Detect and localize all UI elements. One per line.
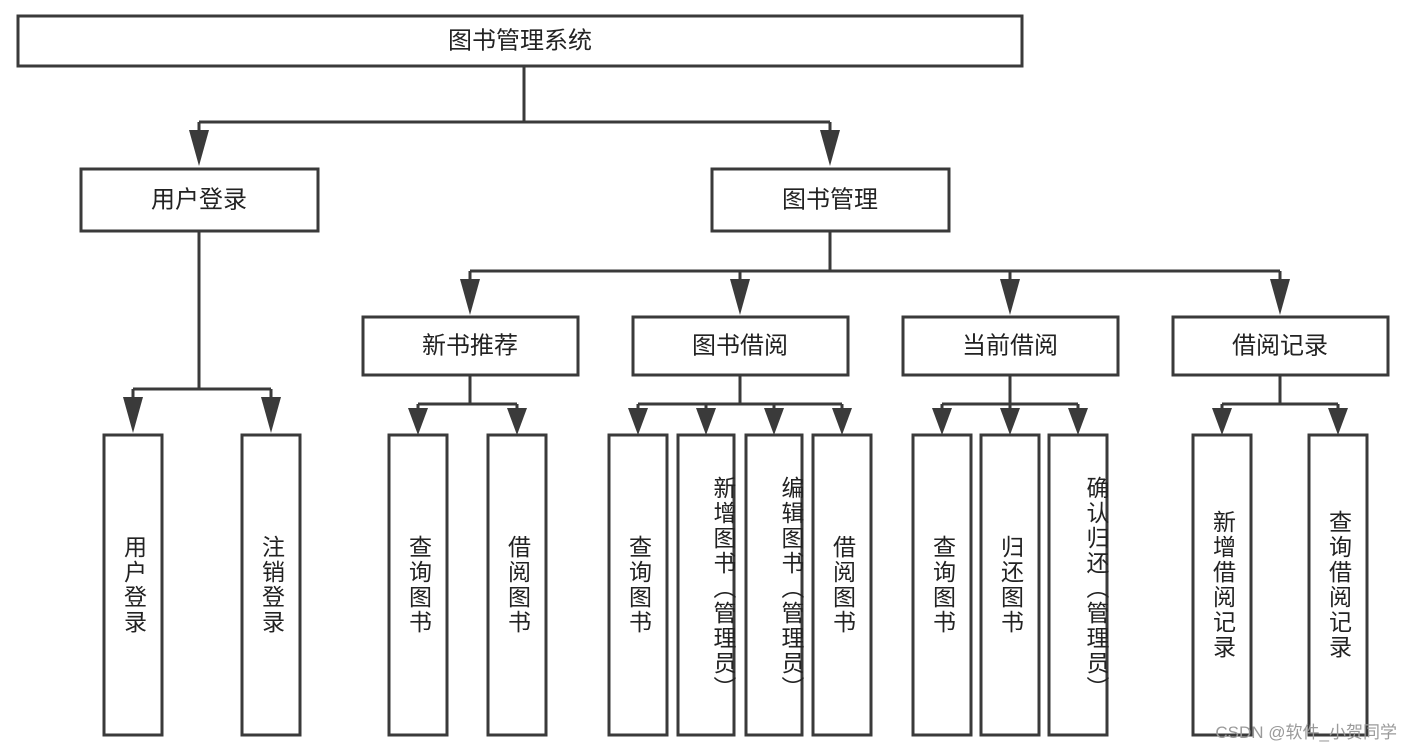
arrow-head-leaf-query-record: [1328, 408, 1348, 435]
node-leaf-user-login-box[interactable]: [102, 433, 164, 737]
watermark-text: CSDN @软件_小贺同学: [1215, 723, 1397, 742]
node-leaf-edit-book-box[interactable]: [744, 433, 804, 737]
arrow-head-new-book-rec: [460, 279, 480, 315]
arrow-head-leaf-add-record: [1212, 408, 1232, 435]
arrow-head-leaf-user-login: [123, 397, 143, 433]
node-leaf-add-book-box[interactable]: [676, 433, 736, 737]
arrow-head-current-borrow: [1000, 279, 1020, 315]
arrow-head-book-mgmt: [820, 130, 840, 166]
node-leaf-query-book-1-box[interactable]: [387, 433, 449, 737]
node-book-borrow-label: 图书借阅: [692, 332, 788, 359]
node-current-borrow-label: 当前借阅: [962, 332, 1058, 359]
arrow-head-leaf-borrow-book-1: [507, 408, 527, 435]
arrow-head-book-borrow: [730, 279, 750, 315]
arrow-head-user-login: [189, 130, 209, 166]
node-leaf-add-record-box[interactable]: [1191, 433, 1253, 737]
node-leaf-query-book-2-box[interactable]: [607, 433, 669, 737]
node-leaf-user-logout-box[interactable]: [240, 433, 302, 737]
arrow-head-leaf-confirm-return: [1068, 408, 1088, 435]
node-leaf-query-book-3-box[interactable]: [911, 433, 973, 737]
node-root[interactable]: 图书管理系统: [16, 14, 1024, 68]
node-borrow-record-label: 借阅记录: [1232, 332, 1328, 359]
node-borrow-record[interactable]: 借阅记录: [1171, 315, 1390, 377]
node-book-mgmt-box[interactable]: [710, 167, 951, 233]
node-current-borrow[interactable]: 当前借阅: [901, 315, 1120, 377]
node-leaf-borrow-book-1-box[interactable]: [486, 433, 548, 737]
node-book-borrow-box[interactable]: [631, 315, 850, 377]
node-leaf-borrow-book-2-box[interactable]: [811, 433, 873, 737]
node-book-borrow[interactable]: 图书借阅: [631, 315, 850, 377]
node-root-label: 图书管理系统: [448, 27, 592, 54]
arrow-head-borrow-record: [1270, 279, 1290, 315]
arrow-head-leaf-edit-book: [764, 408, 784, 435]
node-leaf-query-record-box[interactable]: [1307, 433, 1369, 737]
arrow-head-leaf-query-book-3: [932, 408, 952, 435]
arrow-head-leaf-borrow-book-2: [832, 408, 852, 435]
node-user-login[interactable]: 用户登录: [79, 167, 320, 233]
arrow-head-leaf-add-book: [696, 408, 716, 435]
arrow-head-leaf-user-logout: [261, 397, 281, 433]
node-leaf-confirm-return-box[interactable]: [1047, 433, 1109, 737]
node-new-book-rec[interactable]: 新书推荐: [361, 315, 580, 377]
node-book-mgmt[interactable]: 图书管理: [710, 167, 951, 233]
arrow-head-leaf-return-book: [1000, 408, 1020, 435]
node-leaf-return-book-box[interactable]: [979, 433, 1041, 737]
arrow-head-leaf-query-book-2: [628, 408, 648, 435]
node-borrow-record-box[interactable]: [1171, 315, 1390, 377]
node-current-borrow-box[interactable]: [901, 315, 1120, 377]
node-book-mgmt-label: 图书管理: [782, 186, 878, 213]
node-new-book-rec-label: 新书推荐: [422, 332, 518, 359]
node-user-login-label: 用户登录: [151, 186, 247, 213]
arrow-head-leaf-query-book-1: [408, 408, 428, 435]
node-new-book-rec-box[interactable]: [361, 315, 580, 377]
node-root-box[interactable]: [16, 14, 1024, 68]
